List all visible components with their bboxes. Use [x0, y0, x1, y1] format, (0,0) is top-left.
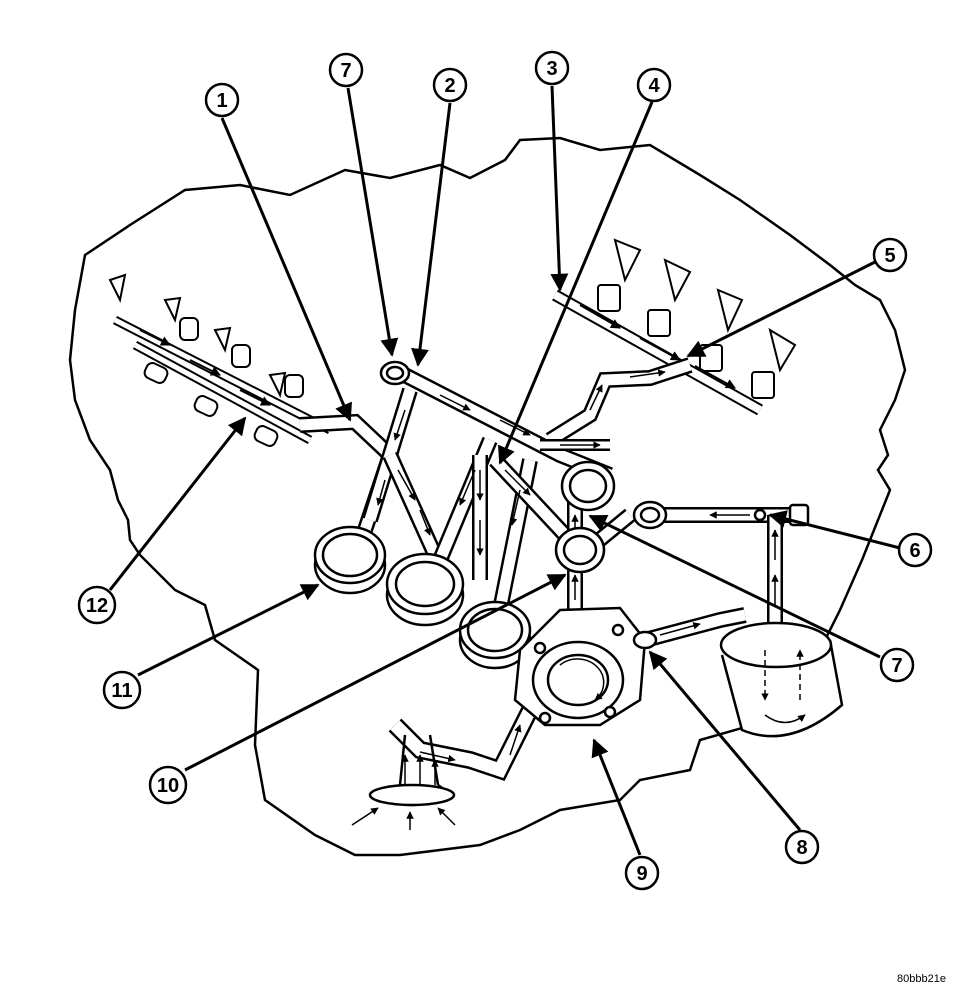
leader-2 [411, 102, 452, 367]
main-bearing-1 [313, 525, 387, 595]
callout-4: 4 [636, 67, 672, 103]
callout-11: 11 [102, 670, 142, 710]
main-bearing-2 [385, 552, 465, 627]
leader-3 [550, 85, 569, 292]
callout-7a: 7 [328, 52, 364, 88]
callout-5: 5 [872, 237, 908, 273]
callout-12: 12 [77, 585, 117, 625]
leader-9 [591, 738, 642, 856]
cam-bearing-small [632, 500, 668, 530]
callout-2: 2 [432, 67, 468, 103]
callout-1-label: 1 [216, 90, 227, 112]
oil-filter [719, 621, 844, 738]
callout-10-label: 10 [157, 775, 179, 797]
cam-bearing-large [560, 460, 616, 512]
leader-7b [588, 514, 881, 659]
right-rocker-assembly [552, 238, 797, 416]
figure-reference-code: 80bbb21e [897, 973, 946, 985]
cam-bearings [379, 360, 668, 574]
leader-8 [648, 650, 802, 831]
flow-arrows [351, 369, 779, 830]
left-rocker-assembly [108, 273, 333, 447]
callout-12-label: 12 [86, 595, 108, 617]
leader-6 [768, 510, 901, 550]
callout-3-label: 3 [546, 58, 557, 80]
oil-pickup [368, 734, 456, 807]
callout-7b: 7 [879, 647, 915, 683]
callout-3: 3 [534, 50, 570, 86]
leader-lines [108, 85, 901, 856]
callout-2-label: 2 [444, 75, 455, 97]
callout-7a-label: 7 [340, 60, 351, 82]
callout-8: 8 [784, 829, 820, 865]
callout-6-label: 6 [909, 540, 920, 562]
leader-4 [497, 101, 654, 465]
callouts: 1 7 2 3 4 5 6 7 8 9 10 11 12 [77, 50, 933, 891]
callout-9: 9 [624, 855, 660, 891]
cam-bearing-mid [554, 526, 606, 574]
cam-bearing-top [379, 360, 411, 386]
leader-1 [220, 117, 352, 422]
oil-passages [299, 357, 800, 782]
leader-11 [137, 583, 320, 677]
callout-4-label: 4 [648, 75, 660, 97]
callout-8-label: 8 [796, 837, 807, 859]
callout-6: 6 [897, 532, 933, 568]
callout-9-label: 9 [636, 863, 647, 885]
leader-7a [346, 87, 399, 357]
callout-11-label: 11 [111, 680, 132, 702]
main-bearings [313, 525, 532, 670]
callout-7b-label: 7 [891, 655, 902, 677]
leader-5 [686, 260, 876, 358]
leader-12 [108, 416, 247, 591]
leader-10 [184, 573, 567, 772]
callout-5-label: 5 [884, 245, 895, 267]
callout-1: 1 [204, 82, 240, 118]
callout-10: 10 [148, 765, 188, 805]
oil-pump [513, 606, 658, 727]
